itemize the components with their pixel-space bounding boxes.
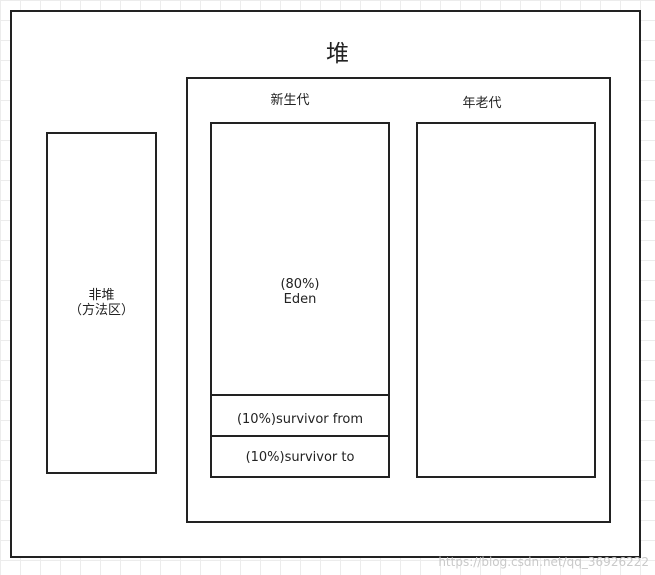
eden-survivor-divider (210, 394, 390, 396)
non-heap-label: 非堆 （方法区） (68, 288, 134, 318)
watermark: https://blog.csdn.net/qq_36926222 (438, 555, 649, 569)
old-generation-box (416, 122, 596, 478)
survivor-from-label: (10%)survivor from (236, 412, 364, 427)
non-heap-box (46, 132, 157, 474)
young-generation-label: 新生代 (270, 93, 310, 108)
old-generation-label: 年老代 (462, 96, 502, 111)
survivor-divider (210, 435, 390, 437)
young-generation-box (210, 122, 390, 478)
eden-label: (80%) Eden (280, 277, 320, 307)
heap-title: 堆 (326, 41, 349, 67)
survivor-to-label: (10%)survivor to (245, 450, 355, 465)
